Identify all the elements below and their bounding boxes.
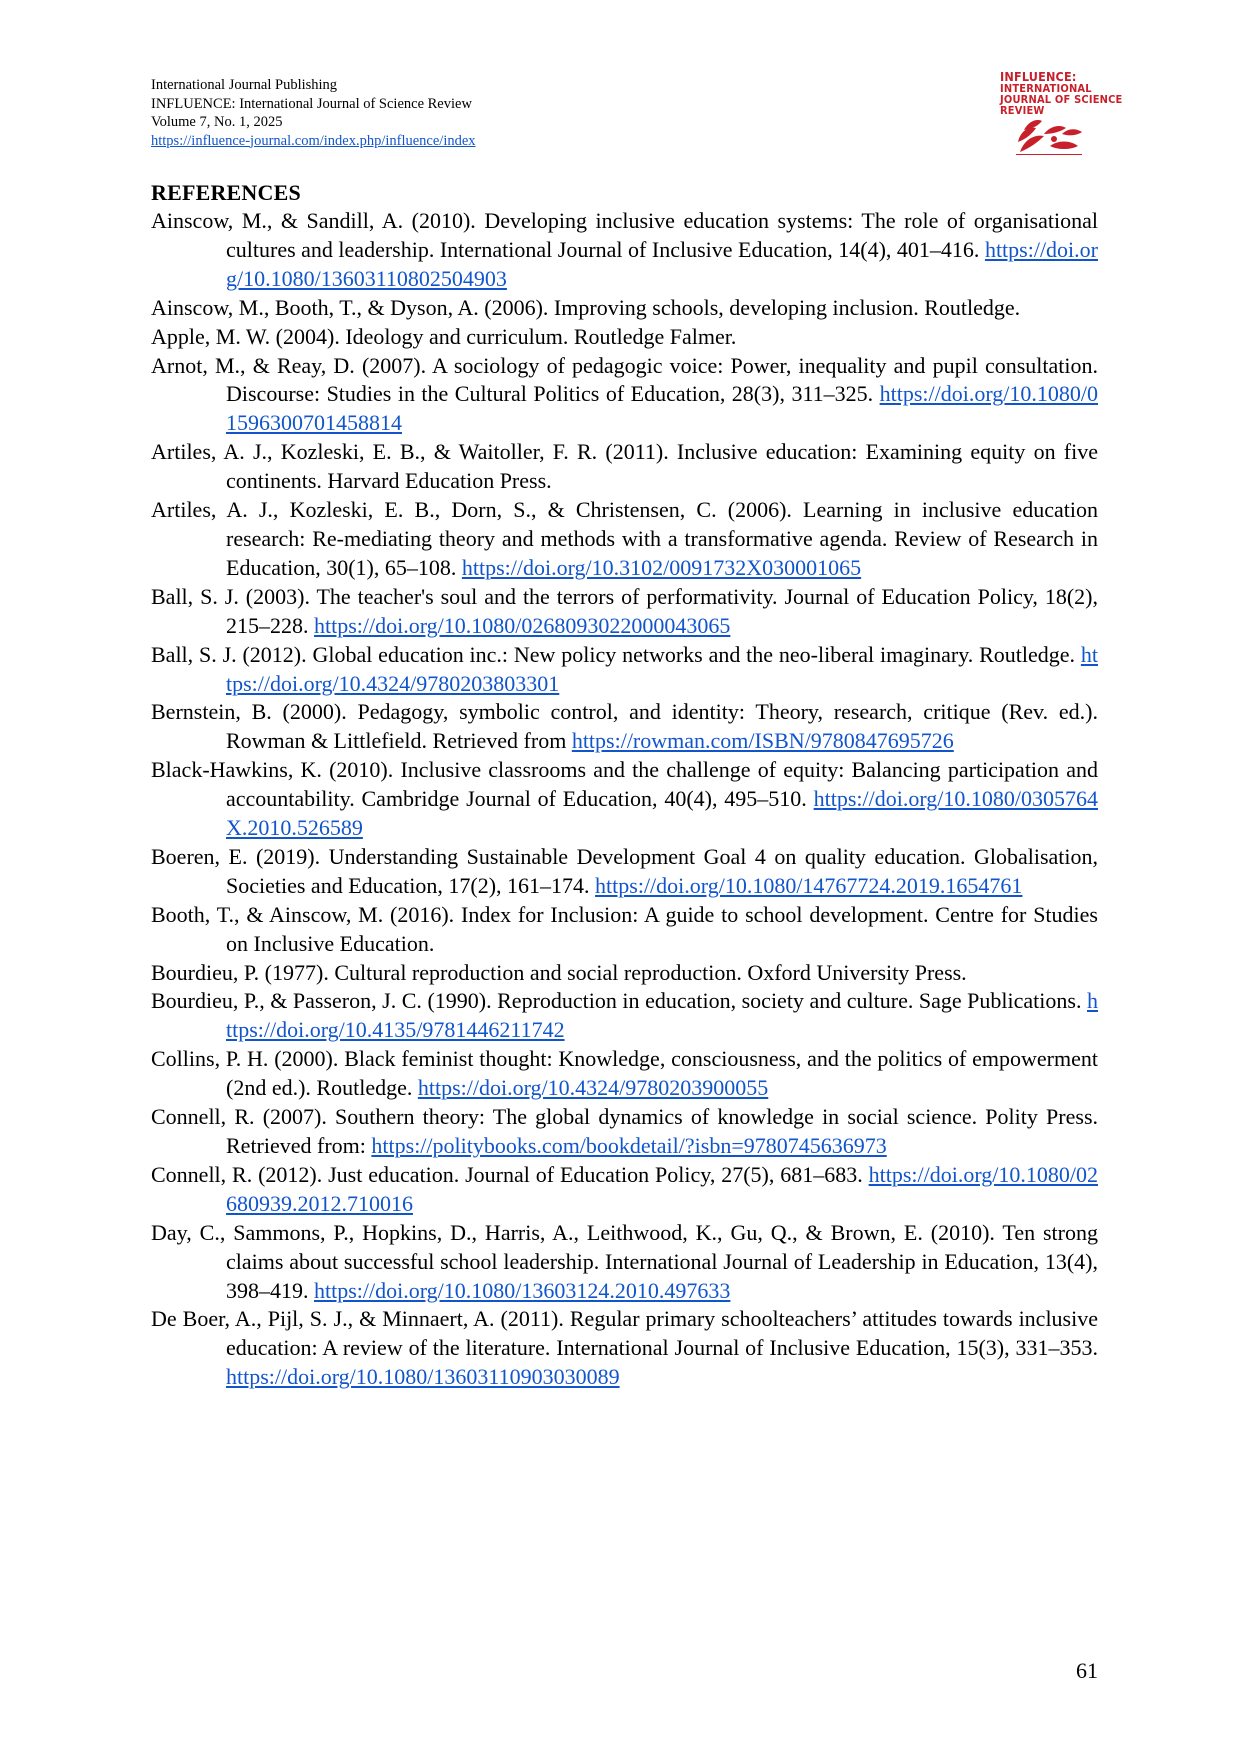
- reference-entry: Ainscow, M., Booth, T., & Dyson, A. (200…: [151, 294, 1098, 323]
- reference-doi-link[interactable]: https://doi.org/10.4135/9781446211742: [226, 988, 1098, 1043]
- references-list: Ainscow, M., & Sandill, A. (2010). Devel…: [151, 207, 1098, 1392]
- reference-text: Artiles, A. J., Kozleski, E. B., & Waito…: [151, 439, 1098, 494]
- reference-entry: Boeren, E. (2019). Understanding Sustain…: [151, 843, 1098, 901]
- reference-doi-link[interactable]: https://doi.org/10.1080/0305764X.2010.52…: [226, 786, 1098, 841]
- journal-url-link[interactable]: https://influence-journal.com/index.php/…: [151, 132, 476, 149]
- reference-entry: Artiles, A. J., Kozleski, E. B., & Waito…: [151, 438, 1098, 496]
- reference-text: Ainscow, M., & Sandill, A. (2010). Devel…: [151, 208, 1098, 262]
- reference-entry: Black-Hawkins, K. (2010). Inclusive clas…: [151, 756, 1098, 843]
- reference-entry: Connell, R. (2012). Just education. Jour…: [151, 1161, 1098, 1219]
- reference-entry: Ball, S. J. (2012). Global education inc…: [151, 641, 1098, 699]
- volume-info: Volume 7, No. 1, 2025: [151, 114, 283, 130]
- reference-entry: Apple, M. W. (2004). Ideology and curric…: [151, 323, 1098, 352]
- reference-text: Booth, T., & Ainscow, M. (2016). Index f…: [151, 901, 1098, 956]
- reference-entry: Ainscow, M., & Sandill, A. (2010). Devel…: [151, 207, 1098, 294]
- logo-line-1: INFLUENCE:: [1000, 69, 1077, 84]
- references-section: REFERENCES Ainscow, M., & Sandill, A. (2…: [151, 180, 1098, 1392]
- reference-doi-link[interactable]: https://doi.org/10.1080/1360311090303008…: [226, 1364, 620, 1390]
- reference-text: Connell, R. (2007). Southern theory: The…: [151, 1104, 1098, 1158]
- reference-text: Connell, R. (2012). Just education. Jour…: [151, 1161, 869, 1187]
- reference-entry: Connell, R. (2007). Southern theory: The…: [151, 1103, 1098, 1161]
- logo-line-3: JOURNAL OF SCIENCE: [1000, 93, 1123, 106]
- reference-text: Black-Hawkins, K. (2010). Inclusive clas…: [151, 757, 1098, 812]
- logo-line-2: INTERNATIONAL: [1000, 82, 1092, 95]
- logo-wordmark: INFLUENCE: INTERNATIONAL JOURNAL OF SCIE…: [1000, 69, 1123, 117]
- reference-doi-link[interactable]: https://doi.org/10.3102/0091732X03000106…: [461, 554, 862, 580]
- reference-doi-link[interactable]: https://doi.org/10.1080/0159630070145881…: [226, 381, 1098, 436]
- reference-entry: Bourdieu, P. (1977). Cultural reproducti…: [151, 959, 1098, 988]
- logo-leaf-icon: [1016, 120, 1082, 155]
- page-number: 61: [1076, 1658, 1098, 1683]
- reference-entry: Arnot, M., & Reay, D. (2007). A sociolog…: [151, 352, 1098, 439]
- reference-text: Arnot, M., & Reay, D. (2007). A sociolog…: [151, 352, 1098, 407]
- reference-text: Bourdieu, P., & Passeron, J. C. (1990). …: [151, 988, 1087, 1014]
- reference-entry: De Boer, A., Pijl, S. J., & Minnaert, A.…: [151, 1305, 1098, 1392]
- reference-doi-link[interactable]: https://doi.org/10.1080/0268093022000043…: [314, 612, 731, 638]
- reference-text: De Boer, A., Pijl, S. J., & Minnaert, A.…: [151, 1306, 1098, 1361]
- reference-entry: Day, C., Sammons, P., Hopkins, D., Harri…: [151, 1219, 1098, 1306]
- reference-doi-link[interactable]: https://rowman.com/ISBN/9780847695726: [571, 728, 954, 754]
- reference-text: Ainscow, M., Booth, T., & Dyson, A. (200…: [151, 294, 1021, 320]
- reference-entry: Booth, T., & Ainscow, M. (2016). Index f…: [151, 901, 1098, 959]
- reference-text: Day, C., Sammons, P., Hopkins, D., Harri…: [151, 1219, 1098, 1303]
- references-heading: REFERENCES: [151, 180, 301, 205]
- reference-text: Collins, P. H. (2000). Black feminist th…: [151, 1046, 1098, 1101]
- reference-doi-link[interactable]: https://doi.org/10.1080/1360311080250490…: [226, 236, 1098, 291]
- reference-doi-link[interactable]: https://doi.org/10.1080/02680939.2012.71…: [226, 1161, 1098, 1216]
- reference-text: Ball, S. J. (2012). Global education inc…: [151, 641, 1081, 667]
- reference-text: Artiles, A. J., Kozleski, E. B., Dorn, S…: [151, 497, 1098, 580]
- reference-text: Apple, M. W. (2004). Ideology and curric…: [151, 323, 737, 349]
- reference-text: Bourdieu, P. (1977). Cultural reproducti…: [151, 959, 967, 985]
- reference-text: Boeren, E. (2019). Understanding Sustain…: [151, 843, 1098, 898]
- journal-name: INFLUENCE: International Journal of Scie…: [151, 95, 472, 112]
- reference-text: Bernstein, B. (2000). Pedagogy, symbolic…: [151, 699, 1098, 754]
- reference-doi-link[interactable]: https://doi.org/10.4324/9780203803301: [226, 641, 1098, 696]
- reference-entry: Collins, P. H. (2000). Black feminist th…: [151, 1045, 1098, 1103]
- reference-entry: Bernstein, B. (2000). Pedagogy, symbolic…: [151, 698, 1098, 756]
- reference-entry: Bourdieu, P., & Passeron, J. C. (1990). …: [151, 987, 1098, 1045]
- logo-line-4: REVIEW: [1000, 104, 1045, 117]
- reference-entry: Ball, S. J. (2003). The teacher's soul a…: [151, 583, 1098, 641]
- reference-doi-link[interactable]: https://doi.org/10.1080/14767724.2019.16…: [595, 872, 1023, 898]
- reference-doi-link[interactable]: https://doi.org/10.1080/13603124.2010.49…: [314, 1277, 731, 1303]
- journal-logo: INFLUENCE: INTERNATIONAL JOURNAL OF SCIE…: [1000, 69, 1123, 156]
- reference-doi-link[interactable]: https://politybooks.com/bookdetail/?isbn…: [371, 1133, 887, 1158]
- reference-text: Ball, S. J. (2003). The teacher's soul a…: [151, 583, 1098, 638]
- publisher-name: International Journal Publishing: [151, 77, 338, 93]
- reference-entry: Artiles, A. J., Kozleski, E. B., Dorn, S…: [151, 496, 1098, 583]
- page-header: International Journal Publishing INFLUEN…: [151, 76, 476, 150]
- reference-doi-link[interactable]: https://doi.org/10.4324/9780203900055: [417, 1075, 769, 1101]
